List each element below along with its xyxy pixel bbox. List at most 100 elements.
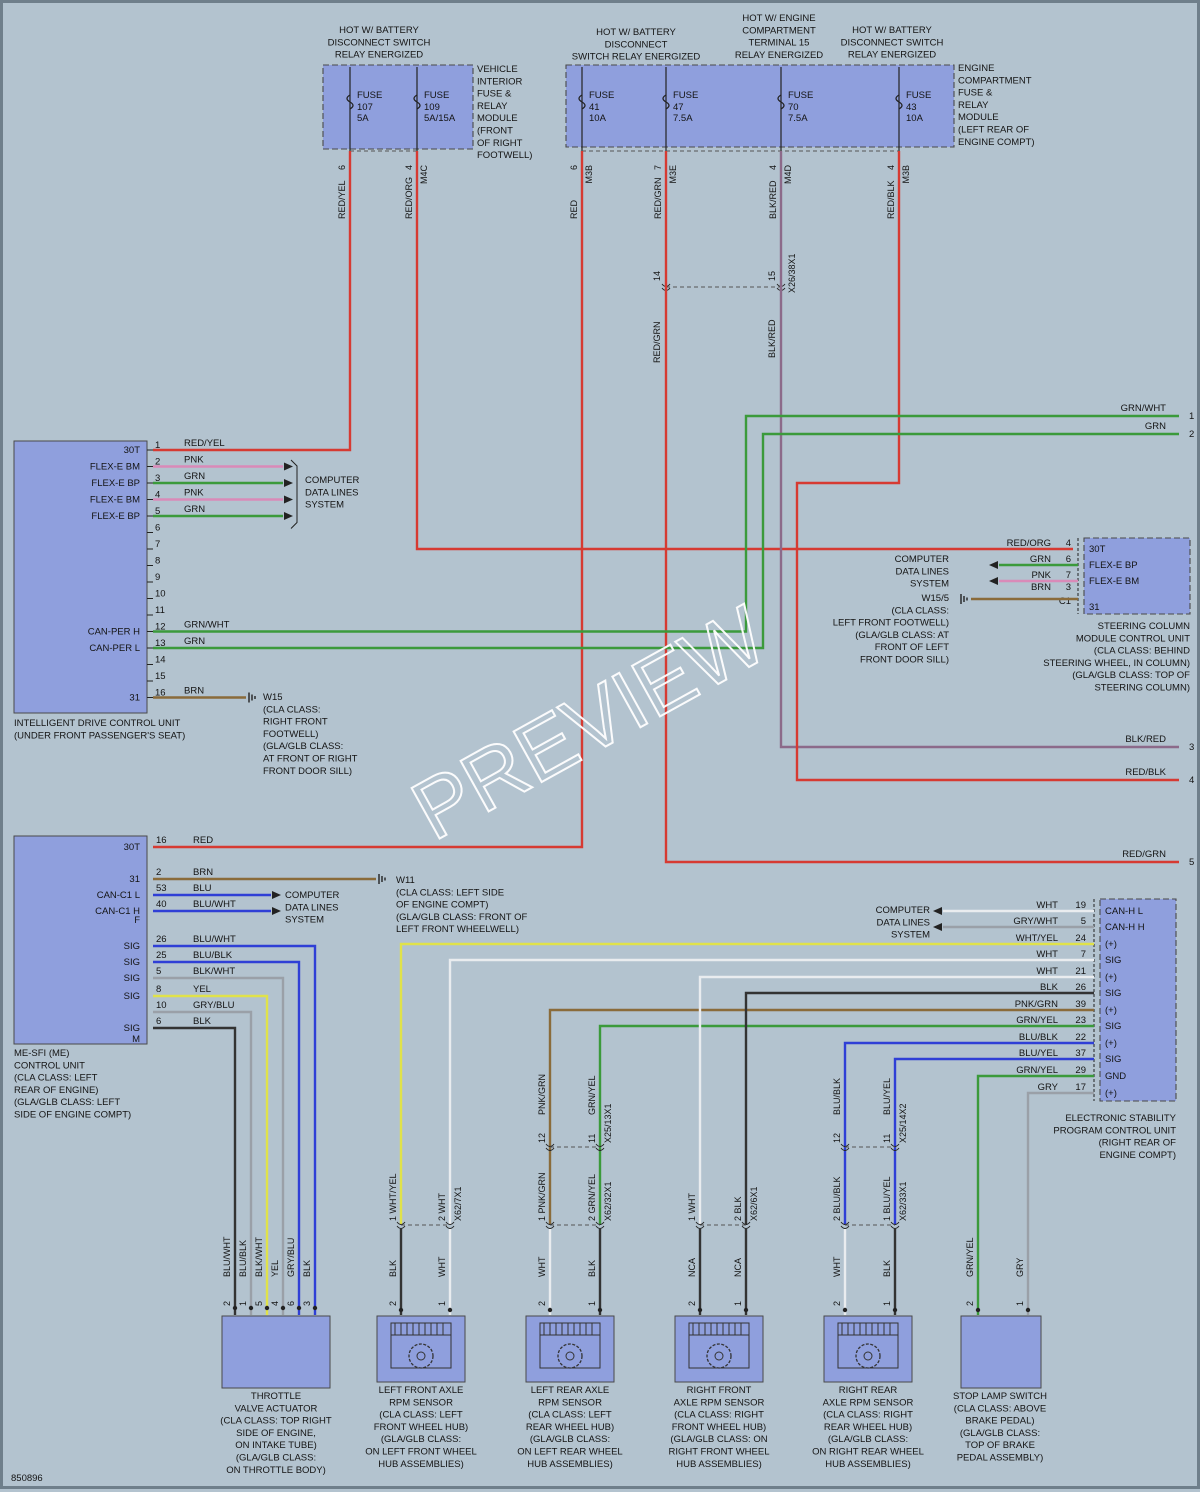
throttle-wire [153,976,285,1315]
connector-pin: 11 [882,1134,892,1143]
esp-pin-label: (+) [1105,1038,1117,1049]
scm-pin-number: 7 [1066,570,1071,581]
sensor-label: FRONT WHEEL HUB) [672,1422,766,1433]
junction-dot [398,1307,404,1313]
idc-label: INTELLIGENT DRIVE CONTROL UNIT [14,718,180,729]
sensor-label: FRONT WHEEL HUB) [374,1422,468,1433]
junction-dot [975,1307,981,1313]
junction-dot [743,1307,749,1313]
ground-label: W15 [263,692,283,703]
fuse-icon [662,94,670,110]
idc-pin-number: 6 [155,523,160,534]
me-pin-label: SIG [124,1023,140,1034]
fuse-icon [895,94,903,110]
fuse-module-label: RELAY [958,100,989,111]
wire-grn [153,432,1179,650]
idc-wire-color: BRN [184,686,204,697]
sensor-label: LEFT REAR AXLE [531,1385,610,1396]
edge-wire-color: GRN/WHT [1121,403,1167,414]
idc-pin-number: 12 [155,622,166,633]
scm-pin-label: 30T [1089,544,1106,555]
junction-dot [597,1307,603,1313]
esp-pin-number: 39 [1075,999,1086,1010]
fuse-connector: M3B [901,165,911,184]
gear-icon [557,1343,583,1369]
fuse-pin: 7 [653,165,663,170]
watermark: PREVIEW [397,588,781,858]
component-pin: 6 [286,1301,296,1306]
fuse-connector: M3E [668,165,678,184]
fuse-name: FUSE [906,90,931,101]
connector-icon [890,1225,900,1229]
esp-wire-color: WHT [1036,900,1058,911]
sensor-wire [399,942,1094,1225]
me-pin-label: 31 [129,874,140,885]
me-pin-label: F [134,915,140,926]
throttle-wire [153,994,269,1315]
fuse-group-header: HOT W/ ENGINE [742,13,815,24]
junction-dot [1025,1307,1031,1313]
wire-blk-red [779,151,1179,749]
computer-data-lines-label: COMPUTER [876,905,931,916]
sensor-wire [448,958,1094,1225]
fuse-connector: M4D [783,165,793,185]
connector-icon [840,1225,850,1229]
intelligent-drive-control-unit [13,440,148,714]
component-pin: 2 [388,1301,398,1306]
ground-label: W11 [396,875,415,886]
component-wire-color: BLK/WHT [254,1236,264,1277]
component-wire-color: GRN/YEL [965,1237,975,1277]
fuse-group-header: DISCONNECT SWITCH [841,37,944,48]
esp-pin-label: CAN-H L [1105,906,1143,917]
esp-pin-number: 17 [1075,1082,1086,1093]
sensor-label: (GLA/GLB CLASS: [828,1434,908,1445]
esp-pin-label: SIG [1105,955,1121,966]
stop-lamp-wire [976,1074,1094,1315]
connector-wire-color: BLU/YEL [882,1078,892,1115]
throttle-label: THROTTLE [251,1391,301,1402]
sensor-label: HUB ASSEMBLIES) [378,1459,464,1470]
me-wire-color: BLK/WHT [193,966,235,977]
gear-icon [408,1343,434,1369]
sensor-label: ON LEFT FRONT WHEEL [365,1447,477,1458]
me-wire-color: BLK [193,1016,212,1027]
connector-wire-color: 2 GRN/YEL [587,1174,597,1221]
fuse-module-label: ENGINE [958,63,994,74]
component-wire-color: GRY [1015,1258,1025,1277]
fuse-group-header: COMPARTMENT [742,25,816,36]
me-wire-color: YEL [193,984,211,995]
sensor-coil [390,1322,452,1336]
sensor-label: HUB ASSEMBLIES) [825,1459,911,1470]
gear-icon [714,1351,724,1361]
fuse-module-label: (LEFT REAR OF [958,125,1029,136]
gear-icon [565,1351,575,1361]
connector-pin: 12 [537,1133,547,1143]
scm-label: STEERING COLUMN [1098,621,1191,632]
component-wire-color: WHT [437,1256,447,1277]
throttle-label: (GLA/GLB CLASS: [236,1453,316,1464]
connector-wire-color: PNK/GRN [537,1074,547,1115]
fuse-name: FUSE [788,90,813,101]
gear-icon [706,1343,732,1369]
component-pin: 1 [733,1301,743,1306]
esp-wire-color: GRY [1038,1082,1059,1093]
ground-label: AT FRONT OF RIGHT [263,754,358,765]
edge-number: 1 [1189,411,1194,422]
sensor-label: RIGHT FRONT [687,1385,752,1396]
idc-pin-number: 11 [155,605,165,616]
esp-pin-label: SIG [1105,1021,1121,1032]
idc-pin-label: FLEX-E BM [90,495,140,506]
scm-label: STEERING WHEEL, IN COLUMN) [1043,658,1190,669]
component-pin: 1 [238,1301,248,1306]
component-wire-color: NCA [687,1258,697,1277]
esp-pin-number: 19 [1075,900,1086,911]
sensor-wire [744,991,1094,1225]
ground-label: FRONT DOOR SILL) [860,655,949,666]
arrow-icon [284,495,293,504]
idc-wire-color: GRN/WHT [184,620,230,631]
ground-label: RIGHT FRONT [263,717,328,728]
idc-wire-color: GRN [184,471,205,482]
fuse-group-header: RELAY ENERGIZED [735,50,823,61]
me-pin-number: 10 [156,1000,167,1011]
